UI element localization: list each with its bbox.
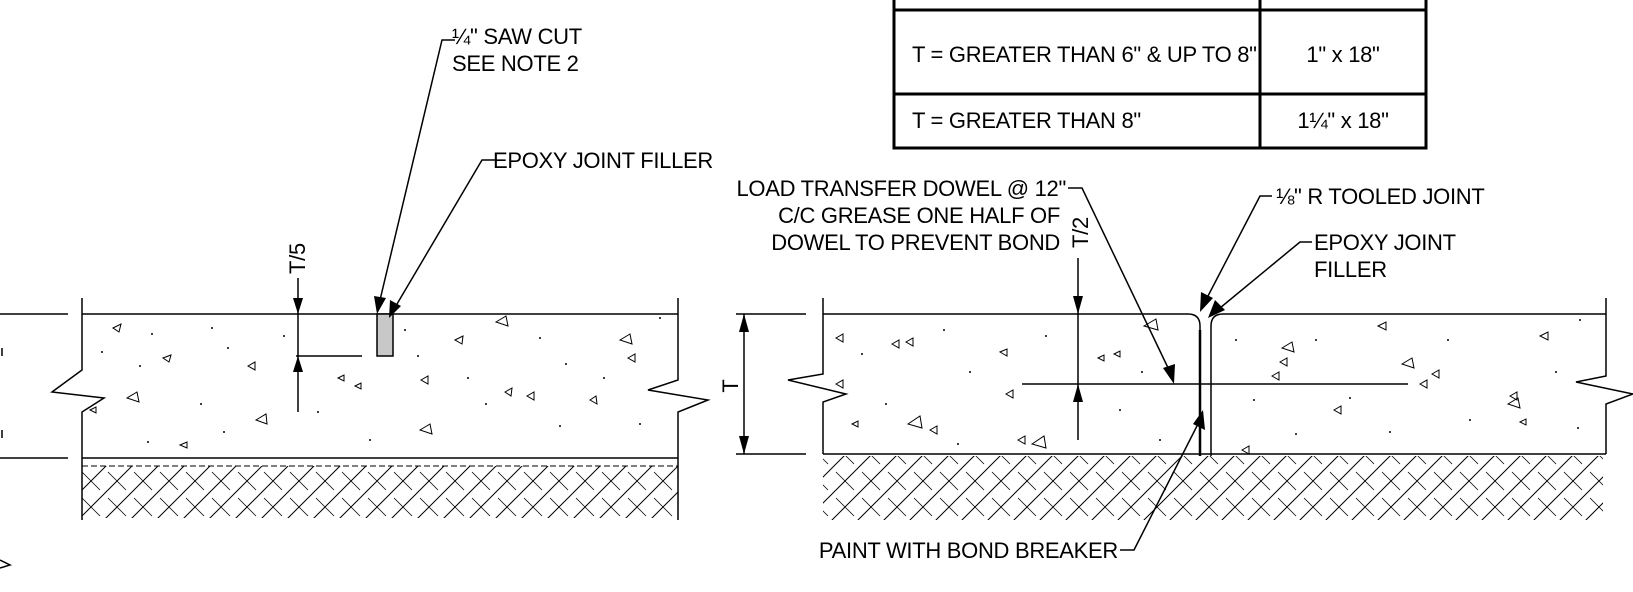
- table-row-2-condition: T = GREATER THAN 8": [912, 108, 1141, 133]
- see-note-label: SEE NOTE 2: [452, 51, 579, 76]
- saw-cut-label: ¼" SAW CUT: [452, 24, 582, 49]
- dowel-note-line-3: DOWEL TO PREVENT BOND: [771, 230, 1060, 255]
- epoxy-filler-label-right-2: FILLER: [1314, 257, 1387, 282]
- dowel-size-table: T = GREATER THAN 6" & UP TO 8" 1" x 18" …: [892, 0, 1428, 150]
- table-row-1-condition: T = GREATER THAN 6" & UP TO 8": [912, 42, 1257, 67]
- dowel-note-line-1: LOAD TRANSFER DOWEL @ 12": [737, 176, 1067, 201]
- table-row-2-dowel: 1¼" x 18": [1297, 108, 1388, 133]
- epoxy-filler-label-right-1: EPOXY JOINT: [1314, 230, 1456, 255]
- tooled-joint-label: ⅛" R TOOLED JOINT: [1276, 184, 1485, 209]
- table-row-1-dowel: 1" x 18": [1306, 42, 1379, 67]
- epoxy-filler-label-left: EPOXY JOINT FILLER: [493, 148, 713, 173]
- dowel-joint-detail: T T/2 LOAD TRANSFER DOWEL @ 12" C/C GREA…: [718, 176, 1633, 563]
- half-depth-label-t2: T/2: [1068, 217, 1093, 248]
- saw-cut-joint-detail: T/5 ¼" SAW CUT SEE NOTE 2 EPOXY JOINT FI…: [0, 24, 713, 569]
- bond-breaker-label: PAINT WITH BOND BREAKER: [819, 538, 1118, 563]
- depth-label-t5: T/5: [285, 243, 310, 274]
- thickness-label-t: T: [718, 379, 743, 392]
- dowel-note-line-2: C/C GREASE ONE HALF OF: [778, 203, 1060, 228]
